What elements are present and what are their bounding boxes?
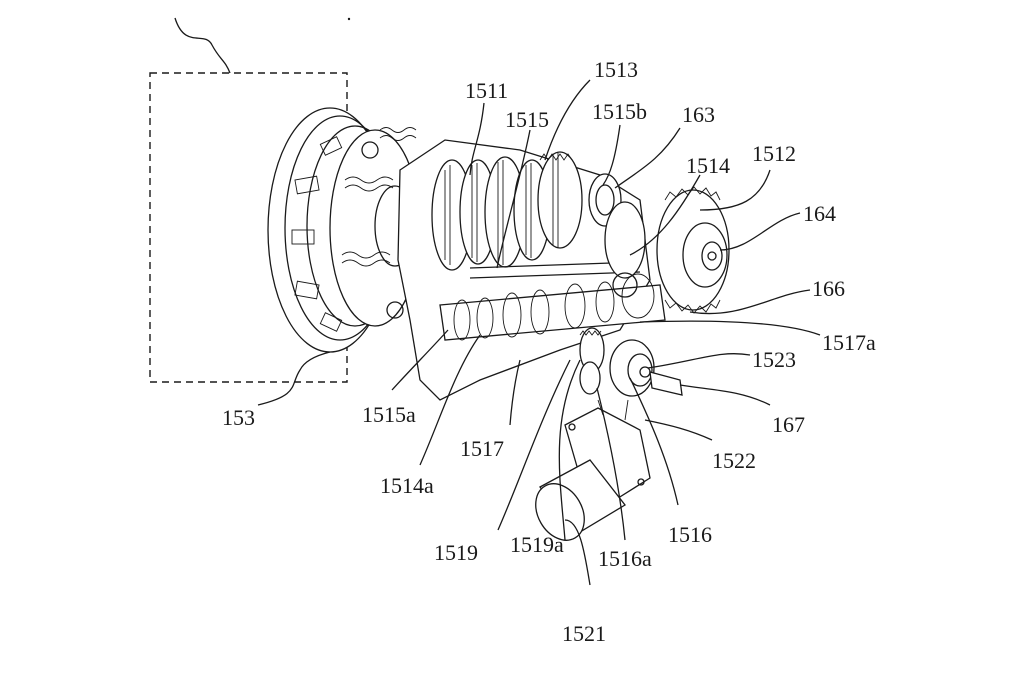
label-167: 167 [772,412,805,437]
label-1523: 1523 [752,347,796,372]
label-1516a: 1516a [598,546,652,571]
main-shaft-gears [431,151,641,279]
label-1516: 1516 [668,522,712,547]
label-1515: 1515 [505,107,549,132]
label-1517: 1517 [460,436,504,461]
top-curved-leader [174,17,231,74]
output-sprocket [604,186,730,314]
countershaft [439,272,666,341]
label-1521: 1521 [562,621,606,646]
label-163: 163 [682,102,715,127]
label-1522: 1522 [712,448,756,473]
clutch-assembly [267,107,421,353]
leader-lines [257,79,821,586]
label-1515a: 1515a [362,402,416,427]
label-153: 153 [222,405,255,430]
label-1514: 1514 [686,153,730,178]
callout-labels: 153 1511 1513 1515 1515b 163 1514 1512 1… [222,57,876,646]
label-1514a: 1514a [380,473,434,498]
oil-pump [535,327,683,541]
label-1517a: 1517a [822,330,876,355]
label-1511: 1511 [465,78,508,103]
label-1519a: 1519a [510,532,564,557]
stray-dot [347,17,351,21]
label-1515b: 1515b [592,99,647,124]
label-1519: 1519 [434,540,478,565]
label-166: 166 [812,276,845,301]
label-164: 164 [803,201,836,226]
label-1512: 1512 [752,141,796,166]
label-1513: 1513 [594,57,638,82]
